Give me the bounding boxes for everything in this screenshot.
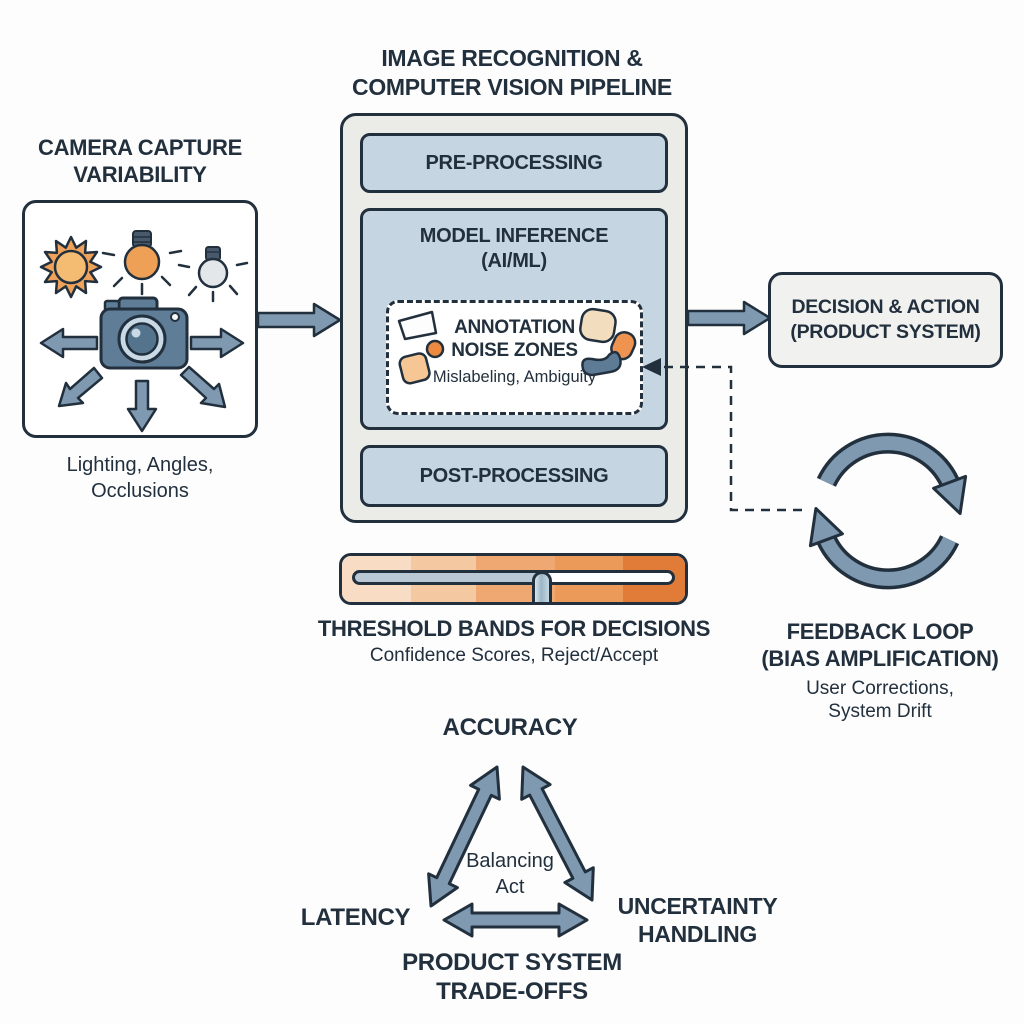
threshold-caption: Confidence Scores, Reject/Accept bbox=[369, 645, 659, 666]
tradeoff-uncertainty-label: UNCERTAINTY HANDLING bbox=[617, 893, 778, 947]
double-arrow-latency-uncertainty bbox=[442, 902, 589, 938]
pipeline-panel: PRE-PROCESSING MODEL INFERENCE (AI/ML) A… bbox=[340, 113, 688, 523]
bulb-dim-icon bbox=[177, 246, 249, 303]
arrow-down-icon bbox=[126, 379, 158, 433]
arrow-down-right-icon bbox=[179, 365, 227, 409]
arrow-pipeline-to-decision bbox=[686, 300, 772, 336]
arrow-capture-to-pipeline bbox=[256, 302, 342, 338]
slider-track[interactable] bbox=[352, 570, 675, 602]
tradeoff-triangle-arrows bbox=[427, 765, 595, 938]
annotation-noise-zones-box: ANNOTATION NOISE ZONES Mislabeling, Ambi… bbox=[386, 300, 643, 415]
double-arrow-accuracy-latency bbox=[427, 765, 501, 908]
annotation-title: ANNOTATION NOISE ZONES bbox=[451, 317, 578, 361]
slider-handle[interactable] bbox=[532, 571, 553, 602]
double-arrow-accuracy-uncertainty bbox=[520, 765, 595, 902]
tradeoff-bottom-label: PRODUCT SYSTEM TRADE-OFFS bbox=[402, 949, 622, 1005]
stage-post-processing: POST-PROCESSING bbox=[360, 445, 668, 507]
dashed-arrowhead-icon bbox=[642, 358, 661, 376]
arrow-right-icon bbox=[189, 327, 245, 359]
sun-icon bbox=[39, 235, 103, 299]
noise-blobs-left bbox=[397, 310, 445, 385]
camera-caption: Lighting, Angles, Occlusions bbox=[66, 454, 214, 502]
camera-icon bbox=[99, 296, 189, 370]
camera-section-heading: CAMERA CAPTURE VARIABILITY bbox=[38, 135, 242, 187]
arrow-down-left-icon bbox=[57, 366, 104, 408]
tradeoff-latency-label: LATENCY bbox=[300, 904, 411, 931]
camera-variability-box bbox=[22, 200, 258, 438]
camera-variability-illustration bbox=[39, 230, 249, 433]
tradeoff-accuracy-label: ACCURACY bbox=[442, 714, 578, 741]
decision-action-box: DECISION & ACTION (PRODUCT SYSTEM) bbox=[768, 272, 1003, 368]
page-title: IMAGE RECOGNITION & COMPUTER VISION PIPE… bbox=[352, 45, 672, 100]
threshold-slider bbox=[339, 553, 688, 605]
bulb-bright-icon bbox=[101, 230, 183, 296]
cycle-arrows-icon bbox=[808, 432, 968, 590]
annotation-caption: Mislabeling, Ambiguity bbox=[432, 368, 597, 386]
balancing-act-label: Balancing Act bbox=[466, 850, 554, 898]
feedback-loop-label: FEEDBACK LOOP (BIAS AMPLIFICATION) User … bbox=[761, 619, 999, 722]
threshold-heading: THRESHOLD BANDS FOR DECISIONS bbox=[317, 616, 711, 641]
arrow-left-icon bbox=[39, 327, 99, 359]
dashed-feedback-connector bbox=[642, 358, 802, 512]
stage-pre-processing: PRE-PROCESSING bbox=[360, 133, 668, 193]
scatter-arrow-icons bbox=[39, 327, 245, 433]
noise-blobs-right bbox=[579, 307, 637, 377]
